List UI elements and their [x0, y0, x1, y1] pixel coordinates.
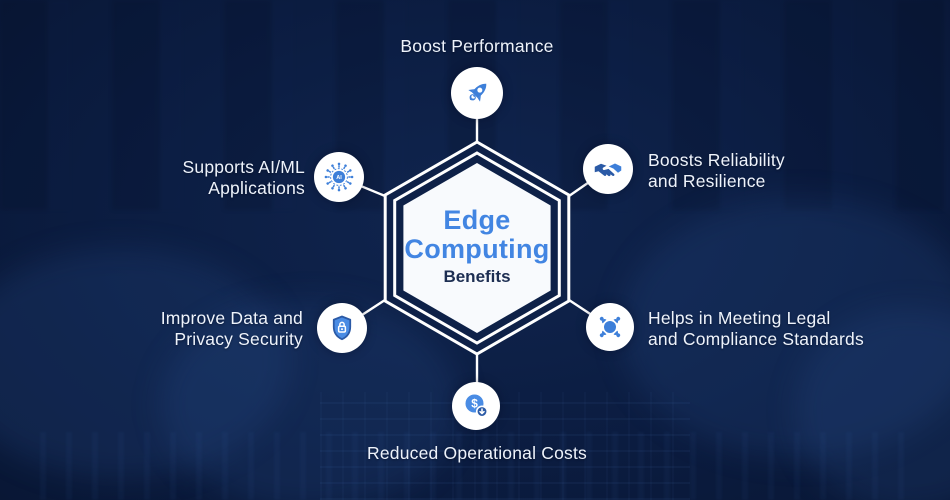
reduced-costs-node: $ [452, 382, 500, 430]
ai-ml-label-line2: Applications [208, 178, 305, 198]
ai-chip-label: AI [336, 175, 342, 181]
hexagon-outline-middle [393, 151, 561, 345]
ai-ml-node: AI [314, 152, 364, 202]
compliance-label: Helps in Meeting Legal and Compliance St… [648, 308, 938, 350]
compliance-label-line1: Helps in Meeting Legal [648, 308, 831, 328]
title-line-2: Computing [404, 234, 550, 264]
privacy-security-label-line2: Privacy Security [174, 329, 303, 349]
boost-performance-node [451, 67, 503, 119]
reliability-label: Boosts Reliability and Resilience [648, 150, 918, 192]
dollar-symbol: $ [471, 397, 478, 411]
boost-performance-label: Boost Performance [400, 36, 554, 56]
meeting-compliance-icon [598, 315, 622, 339]
hexagon-card [403, 163, 551, 333]
title-line-1: Edge [443, 205, 511, 235]
handshake-icon [594, 163, 622, 177]
compliance-node [586, 303, 634, 351]
reliability-label-line1: Boosts Reliability [648, 150, 785, 170]
hexagon-title: Edge Computing Benefits [387, 206, 567, 288]
ai-ml-label-line1: Supports AI/ML [182, 157, 305, 177]
reduced-costs-label: Reduced Operational Costs [367, 443, 587, 463]
ai-chip-icon: AI [323, 161, 355, 193]
privacy-security-node [317, 303, 367, 353]
shield-lock-icon [332, 315, 352, 341]
privacy-security-label: Improve Data and Privacy Security [53, 308, 303, 350]
privacy-security-label-line1: Improve Data and [160, 308, 303, 328]
title-subtitle: Benefits [443, 267, 511, 286]
ai-ml-label: Supports AI/ML Applications [55, 157, 305, 199]
reliability-label-line2: and Resilience [648, 171, 766, 191]
reliability-node [583, 144, 633, 194]
compliance-label-line2: and Compliance Standards [648, 329, 864, 349]
rocket-icon [468, 83, 487, 102]
dollar-reduce-icon: $ [465, 394, 489, 418]
